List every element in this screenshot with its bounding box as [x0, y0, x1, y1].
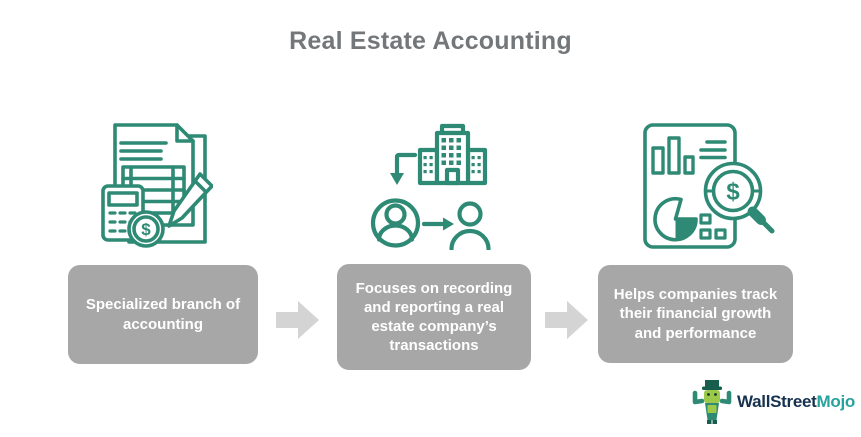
- report-text-lines: [699, 140, 727, 160]
- pencil-icon: [167, 172, 213, 228]
- step-box-2: Focuses on recording and reporting a rea…: [337, 264, 531, 370]
- person-circle-icon: [370, 198, 421, 248]
- person-icon: [449, 201, 491, 250]
- bull-mascot-icon: [692, 380, 732, 424]
- step-3-label: Helps companies track their financial gr…: [613, 286, 778, 342]
- text-lines: [119, 141, 168, 161]
- right-block-arrow-icon: [276, 301, 319, 339]
- step-1-label: Specialized branch of accounting: [85, 296, 241, 333]
- dollar-sign: $: [726, 179, 740, 206]
- step-box-3: Helps companies track their financial gr…: [598, 265, 793, 363]
- building-windows: [423, 138, 481, 174]
- page-title: Real Estate Accounting: [289, 27, 572, 55]
- building-icon: [417, 123, 488, 186]
- right-block-arrow-icon: [545, 301, 588, 339]
- dollar-sign: $: [141, 220, 151, 239]
- building-door: [444, 167, 461, 186]
- bar-chart-icon: [651, 136, 695, 175]
- step-2-label: Focuses on recording and reporting a rea…: [355, 279, 513, 355]
- magnifier-dollar-icon: [703, 161, 775, 234]
- invoice-calculator-pencil-icon: $: [101, 123, 213, 248]
- wallstreetmojo-logo: WallStreetMojo: [692, 379, 855, 425]
- building-tenants-transfer-icon: [370, 123, 491, 250]
- dollar-coin-icon: [127, 210, 165, 248]
- legend-squares: [699, 213, 727, 240]
- brand-accent-text: Mojo: [816, 392, 856, 411]
- brand-wordmark: WallStreetMojo: [737, 392, 855, 412]
- down-arrow-icon: [390, 152, 418, 185]
- brand-primary-text: WallStreet: [737, 392, 817, 411]
- pie-chart-icon: [653, 197, 698, 242]
- financial-report-magnifier-icon: $: [643, 123, 775, 249]
- page-fold: [175, 123, 195, 143]
- step-box-1: Specialized branch of accounting: [68, 265, 258, 364]
- right-arrow-icon: [421, 217, 454, 231]
